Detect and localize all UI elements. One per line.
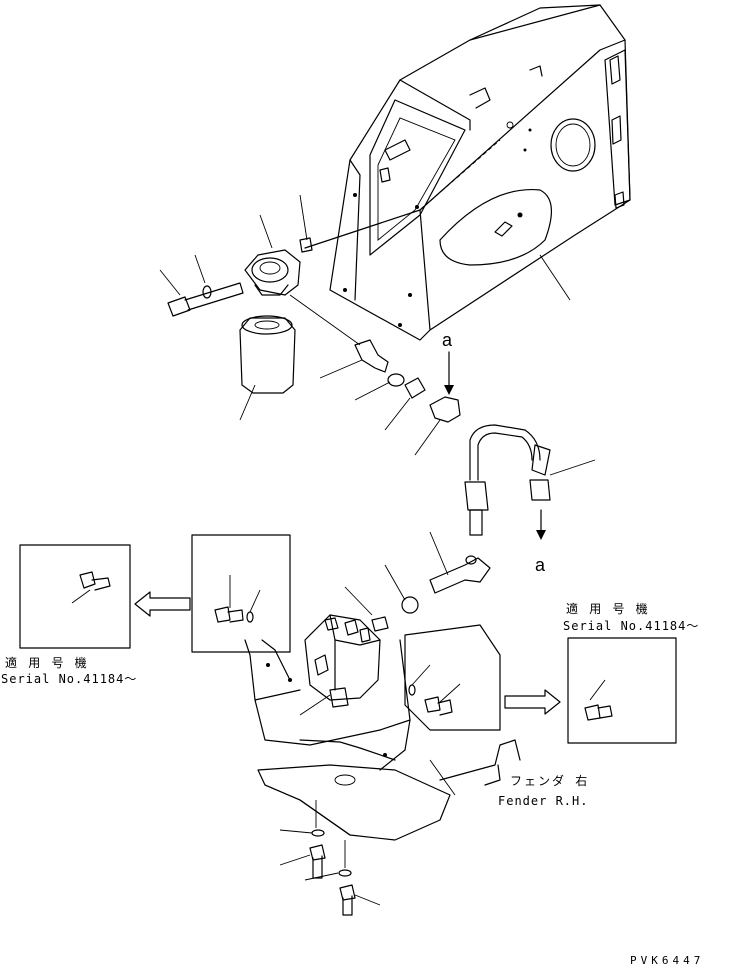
- fender-label-en: Fender R.H.: [498, 794, 589, 808]
- inset-right: [404, 624, 677, 744]
- filter-assembly: [159, 194, 461, 456]
- fender-label-jp: フェンダ 右: [510, 774, 590, 788]
- drawing-code: PVK6447: [630, 954, 705, 967]
- inset-left: [19, 534, 291, 653]
- valve-assembly: [244, 586, 521, 841]
- view-a-callout-bottom: a: [535, 555, 546, 575]
- hose-assembly: [384, 351, 596, 614]
- serial-left-number: Serial No.41184～: [1, 672, 138, 686]
- serial-left-applicable-models: 適 用 号 機: [5, 656, 89, 670]
- cab-housing: [304, 4, 631, 341]
- view-a-callout-top: a: [442, 330, 453, 350]
- mounting-bolts: [279, 800, 381, 916]
- serial-right-number: Serial No.41184～: [563, 619, 700, 633]
- serial-right-applicable-models: 適 用 号 機: [566, 602, 650, 616]
